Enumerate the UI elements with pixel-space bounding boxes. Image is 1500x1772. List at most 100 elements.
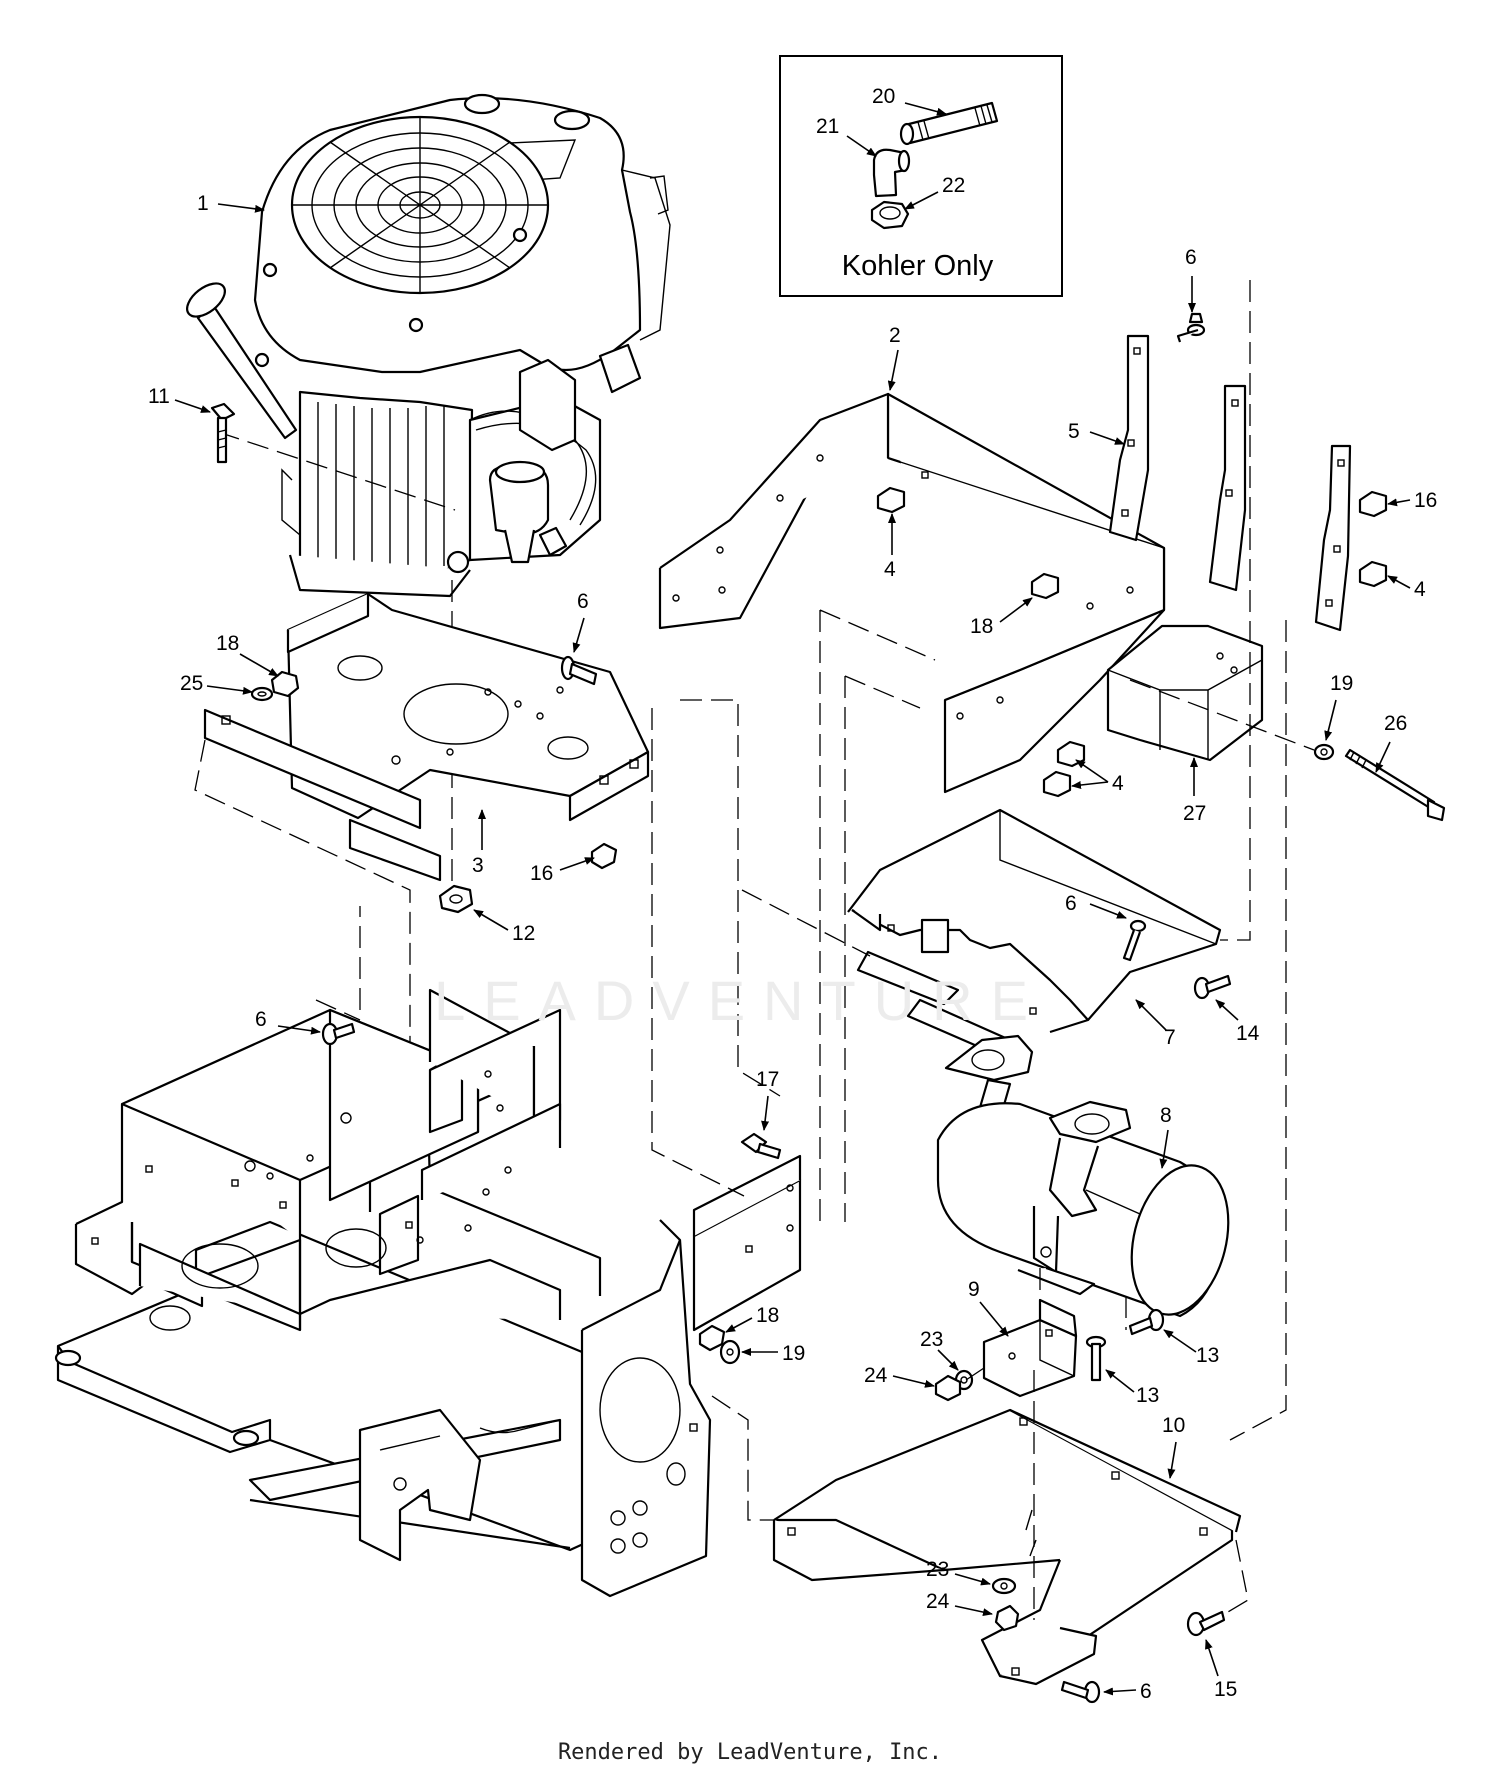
engine-mount-plate-part — [203, 592, 650, 882]
leader-23b — [954, 1573, 991, 1586]
callout-4b: 4 — [1112, 772, 1124, 795]
callout-26: 26 — [1384, 712, 1407, 735]
carriage-bolt-shield-part — [1122, 919, 1147, 962]
callout-10: 10 — [1162, 1414, 1185, 1437]
dash-shield — [741, 889, 871, 957]
leader-11 — [174, 399, 211, 413]
callout-6b: 6 — [1185, 246, 1197, 269]
hex-nut-fitting-part — [870, 200, 910, 230]
bolt-6d-part — [321, 1022, 356, 1046]
callout-3: 3 — [472, 854, 484, 877]
callout-16b: 16 — [1414, 489, 1437, 512]
callout-6e: 6 — [1140, 1680, 1152, 1703]
callout-19a: 19 — [1330, 672, 1353, 695]
muffler-cover-part — [1106, 624, 1264, 762]
hex-bolt-part — [210, 402, 236, 464]
dash-15 — [1227, 1539, 1249, 1613]
nut-24b-part — [994, 1604, 1020, 1632]
callout-24a: 24 — [864, 1364, 888, 1387]
dash-mid-1 — [819, 609, 936, 1222]
dash-frame-3 — [315, 999, 361, 1021]
dash-skid-left — [711, 1395, 774, 1521]
leader-9 — [979, 1301, 1009, 1337]
leader-22 — [904, 191, 939, 210]
flat-washer-part — [1313, 743, 1335, 761]
inset-title: Kohler Only — [841, 250, 994, 282]
washer-part — [250, 686, 274, 702]
muffler-bracket-part — [658, 392, 1166, 794]
washer-23b-part — [991, 1577, 1017, 1595]
leader-4b2 — [1071, 781, 1109, 789]
carriage-bolt-part — [560, 655, 598, 686]
callout-14: 14 — [1236, 1022, 1260, 1045]
leader-8 — [1159, 1129, 1169, 1169]
flange-nut-part — [590, 842, 618, 870]
bolt-17-part — [740, 1132, 782, 1160]
long-bolt-part — [1344, 748, 1446, 822]
leader-18a — [239, 653, 279, 677]
leader-6c — [1089, 903, 1127, 919]
callout-25: 25 — [180, 672, 203, 695]
callout-16a: 16 — [530, 862, 553, 885]
dash-right-1 — [1229, 620, 1287, 1441]
callout-22: 22 — [942, 174, 965, 197]
callout-23b: 23 — [926, 1558, 949, 1581]
leader-6e — [1103, 1687, 1137, 1696]
callout-6a: 6 — [577, 590, 589, 613]
washer-19b-part — [719, 1339, 741, 1365]
leader-25 — [206, 685, 253, 695]
callout-20: 20 — [872, 85, 895, 108]
leader-4c — [1387, 575, 1411, 589]
leader-21 — [846, 135, 877, 157]
leader-18c — [725, 1317, 753, 1333]
callout-23a: 23 — [920, 1328, 943, 1351]
leader-16a — [559, 857, 595, 871]
bolt-6e-part — [1060, 1680, 1101, 1704]
leader-23a — [937, 1349, 959, 1371]
bolt-15-part — [1186, 1610, 1226, 1637]
dash-26 — [1129, 679, 1315, 751]
leader-15 — [1205, 1639, 1219, 1677]
leader-26 — [1375, 741, 1391, 773]
callout-17: 17 — [756, 1068, 779, 1091]
chassis-frame-part — [54, 988, 802, 1598]
leader-12 — [473, 909, 509, 931]
callout-13a: 13 — [1196, 1344, 1219, 1367]
callout-11: 11 — [148, 385, 170, 408]
leader-7 — [1135, 999, 1167, 1031]
callout-18c: 18 — [756, 1304, 779, 1327]
watermark: LEADVENTURE — [434, 969, 1046, 1032]
engine-assembly-part — [186, 93, 671, 598]
bolt-13b-part — [1085, 1335, 1107, 1382]
screw-part — [1193, 974, 1232, 1000]
bolt-13a-part — [1128, 1308, 1165, 1336]
callout-15: 15 — [1214, 1678, 1237, 1701]
leader-6d — [277, 1025, 321, 1035]
leader-13a — [1163, 1329, 1197, 1353]
leader-13b — [1105, 1369, 1135, 1393]
dash-frame-1 — [651, 708, 745, 1197]
carriage-bolt-top-part — [1176, 312, 1206, 343]
muffler-part — [936, 1034, 1230, 1318]
leader-19a — [1324, 699, 1337, 741]
callout-7: 7 — [1164, 1026, 1176, 1049]
flange-nut-4a-part — [876, 486, 906, 514]
flange-nut-4c-part — [1042, 770, 1072, 798]
footer-credit: Rendered by LeadVenture, Inc. — [557, 1740, 943, 1765]
mount-bracket-part — [982, 1298, 1078, 1398]
leader-4b — [1075, 759, 1109, 783]
dash-plate-right — [680, 699, 781, 1097]
callout-24b: 24 — [926, 1590, 950, 1613]
leader-20 — [904, 102, 947, 116]
callout-27: 27 — [1183, 802, 1206, 825]
callout-6c: 6 — [1065, 892, 1077, 915]
dash-right-2 — [1220, 280, 1251, 941]
leader-5 — [1089, 431, 1125, 445]
flange-nut-4d-part — [1358, 560, 1388, 588]
support-strap-part — [1108, 334, 1352, 632]
leader-1 — [217, 203, 265, 213]
nut-24a-part — [934, 1374, 962, 1402]
leader-24a — [892, 1375, 935, 1388]
callout-2: 2 — [889, 324, 901, 347]
